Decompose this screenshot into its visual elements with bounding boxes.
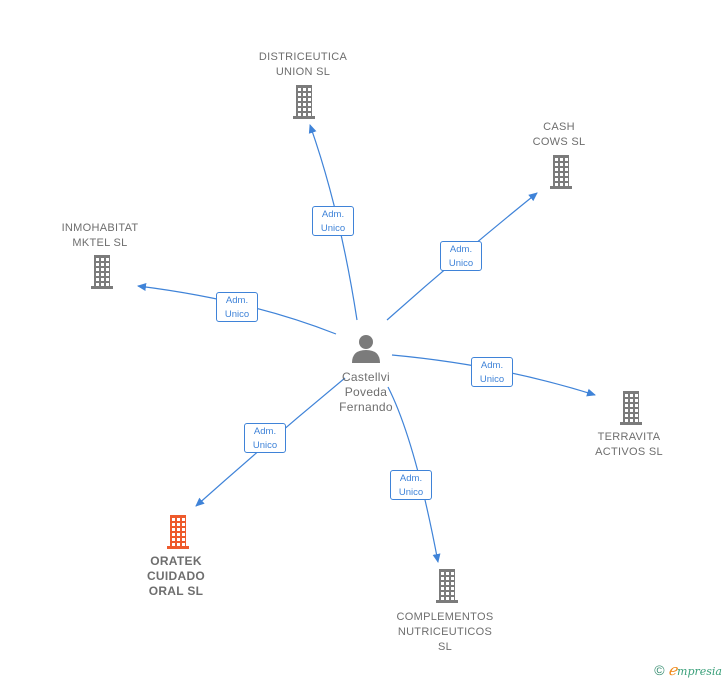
building-icon-cash (550, 155, 572, 189)
company-name-cash[interactable]: CASH COWS SL (532, 121, 586, 148)
company-name-districeutica[interactable]: DISTRICEUTICA UNION SL (258, 51, 348, 78)
building-icon-inmohabitat (91, 255, 113, 289)
relation-badge-districeutica: Adm. Unico (312, 206, 354, 236)
relation-badge-terravita: Adm. Unico (471, 357, 513, 387)
building-icon-oratek (167, 515, 189, 549)
center-person-name[interactable]: Castellvi Poveda Fernando (339, 370, 393, 414)
relation-badge-inmohabitat: Adm. Unico (216, 292, 258, 322)
company-name-oratek[interactable]: ORATEK CUIDADO ORAL SL (146, 554, 206, 598)
relation-badge-cash: Adm. Unico (440, 241, 482, 271)
company-name-inmohabitat[interactable]: INMOHABITAT MKTEL SL (61, 222, 139, 249)
building-icon-districeutica (293, 85, 315, 119)
relation-badge-complementos: Adm. Unico (390, 470, 432, 500)
edge-complementos (387, 386, 441, 563)
building-icon-terravita (620, 391, 642, 425)
building-icon-complementos (436, 569, 458, 603)
brand-initial: ℯ (668, 661, 678, 679)
relation-badge-oratek: Adm. Unico (244, 423, 286, 453)
empresia-copyright: © ℯmpresia (654, 661, 722, 679)
person-icon (352, 335, 380, 363)
company-name-terravita[interactable]: TERRAVITA ACTIVOS SL (595, 431, 663, 458)
copyright-symbol: © (654, 662, 665, 678)
company-name-complementos[interactable]: COMPLEMENTOS NUTRICEUTICOS SL (396, 611, 494, 653)
brand-name: mpresia (677, 665, 722, 678)
